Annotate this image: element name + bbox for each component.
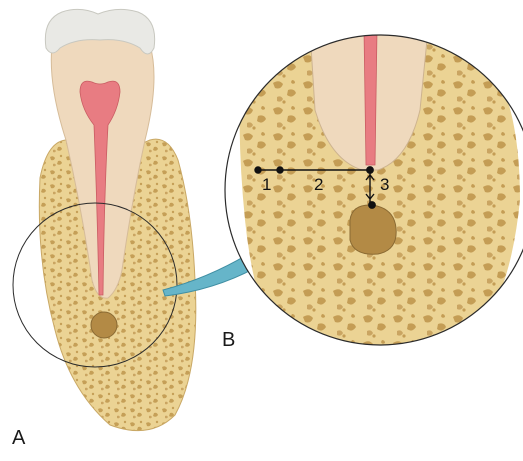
periapical-lesion <box>91 312 117 338</box>
panel-a-label: A <box>12 428 25 448</box>
measurement-label-2: 2 <box>314 175 323 194</box>
measurement-label-1: 1 <box>262 175 271 194</box>
panel-a <box>13 9 196 430</box>
magnified-pulp <box>364 30 377 165</box>
magnified-lesion <box>350 205 396 254</box>
panel-b-label: B <box>222 330 235 350</box>
measurement-label-3: 3 <box>380 175 389 194</box>
